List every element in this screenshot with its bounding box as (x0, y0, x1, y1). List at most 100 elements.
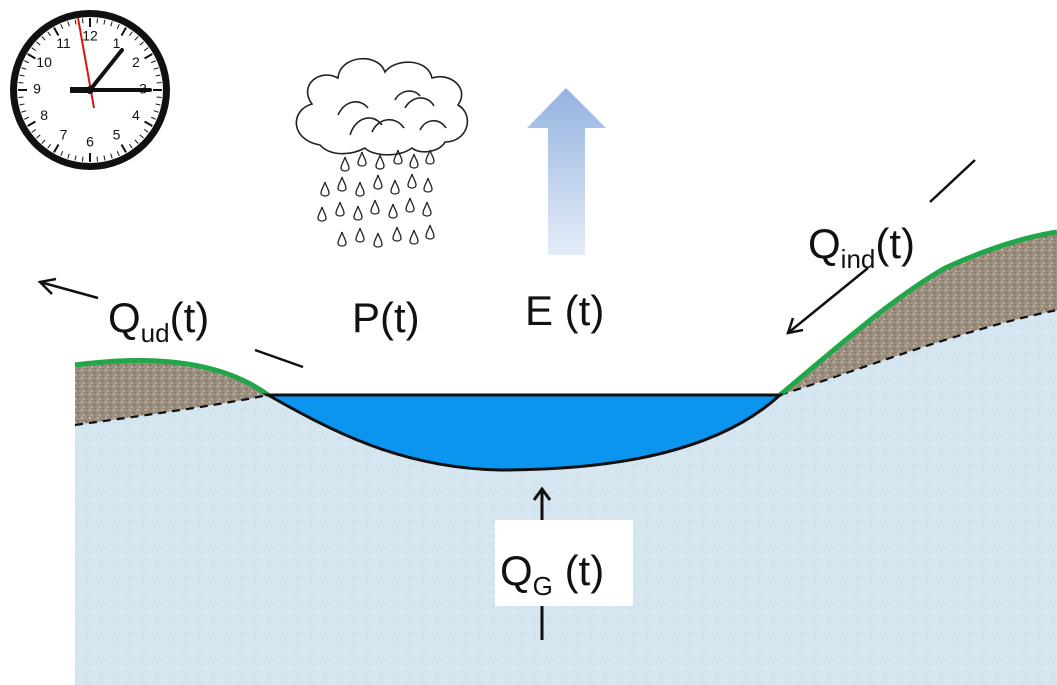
clock-tick (47, 31, 52, 37)
raindrop (388, 203, 398, 219)
clock-tick (24, 116, 29, 120)
outflow-label: Qud(t) (108, 294, 209, 348)
clock-tick (47, 143, 52, 149)
clock-tick (156, 96, 162, 99)
clock-tick (116, 151, 120, 156)
raindrop (355, 227, 365, 243)
clock-number: 2 (132, 54, 140, 70)
clock-number: 10 (36, 54, 52, 70)
soil-boundary-left (74, 393, 269, 427)
raindrop (340, 156, 350, 172)
clock-tick (110, 153, 113, 159)
clock-tick (134, 36, 139, 41)
raindrop (390, 179, 400, 195)
clock-tick (74, 19, 77, 25)
raindrop (425, 224, 435, 240)
clock-tick (18, 96, 24, 99)
clock-tick (143, 47, 149, 52)
groundwater-label: QG (t) (500, 547, 604, 601)
raindrop (337, 231, 347, 247)
clock-number: 11 (56, 35, 71, 51)
raindrop (355, 181, 365, 197)
clock-tick (31, 47, 37, 52)
clock-tick (139, 134, 144, 139)
clock-tick (74, 155, 77, 161)
clock-tick (110, 21, 113, 27)
clock-tick (156, 81, 162, 84)
grass-line-left (74, 357, 270, 398)
clock-tick (41, 36, 46, 41)
clock-number: 12 (82, 28, 98, 44)
raindrop (353, 205, 363, 221)
soil-layer-left (75, 360, 268, 425)
clock-tick (116, 24, 120, 29)
clock-tick (96, 18, 99, 24)
raindrop (370, 199, 380, 215)
clock-tick (60, 151, 64, 156)
clock-tick (120, 27, 127, 36)
clock-tick (31, 128, 37, 133)
outflow-arrow (37, 277, 304, 369)
clock-tick (144, 120, 153, 127)
clock-tick (153, 67, 159, 70)
evaporation-arrow (527, 88, 606, 255)
clock-tick (67, 21, 70, 27)
clock-tick (128, 143, 133, 149)
raindrop (373, 174, 383, 190)
clock-tick (128, 31, 133, 37)
clock-tick (27, 53, 36, 60)
clock-tick (21, 110, 27, 113)
clock-tick (139, 41, 144, 46)
clock-number: 6 (86, 134, 94, 150)
soil-boundary-right (779, 308, 1057, 397)
groundwater-label-box (495, 520, 633, 606)
grass-line-right (778, 229, 1057, 397)
clock-tick (36, 134, 41, 139)
clock-number: 4 (132, 107, 140, 123)
clock-tick (67, 153, 70, 159)
raindrop (425, 149, 435, 165)
groundwater-body (75, 310, 1057, 685)
clock-number: 1 (113, 35, 121, 51)
raindrop (393, 149, 403, 165)
raindrop (392, 226, 402, 242)
clock-tick (143, 128, 149, 133)
clock-tick (134, 139, 139, 144)
inflow-arrow (786, 159, 976, 335)
clock-number: 5 (113, 127, 121, 143)
clock-tick (151, 116, 156, 120)
clock-tick (81, 156, 84, 162)
raindrop (423, 177, 433, 193)
clock-number: 9 (33, 81, 41, 97)
clock-tick (27, 120, 36, 127)
clock-icon: 121234567891011 (10, 10, 170, 170)
raindrop (422, 201, 432, 217)
raindrop (409, 229, 419, 245)
clock-tick (19, 103, 25, 106)
raindrop (373, 232, 383, 248)
clock-tick (21, 67, 27, 70)
clock-tick (103, 155, 106, 161)
clock-number: 8 (40, 107, 48, 123)
clock-tick (151, 60, 156, 64)
raindrop (317, 206, 327, 222)
clock-tick (103, 19, 106, 25)
raindrop (407, 173, 417, 189)
clock-tick (96, 156, 99, 162)
precipitation-label: P(t) (352, 294, 420, 341)
soil-layer-right (780, 232, 1057, 395)
raindrop (375, 154, 385, 170)
raindrop (337, 176, 347, 192)
lake (262, 393, 784, 472)
raindrop (405, 197, 415, 213)
raindrop (357, 151, 367, 167)
clock-tick (155, 74, 161, 77)
inflow-label: Qind(t) (808, 220, 915, 274)
clock-tick (53, 27, 60, 36)
clock-tick (60, 24, 64, 29)
clock-number: 7 (60, 127, 68, 143)
clock-tick (120, 144, 127, 153)
clock-tick (155, 103, 161, 106)
